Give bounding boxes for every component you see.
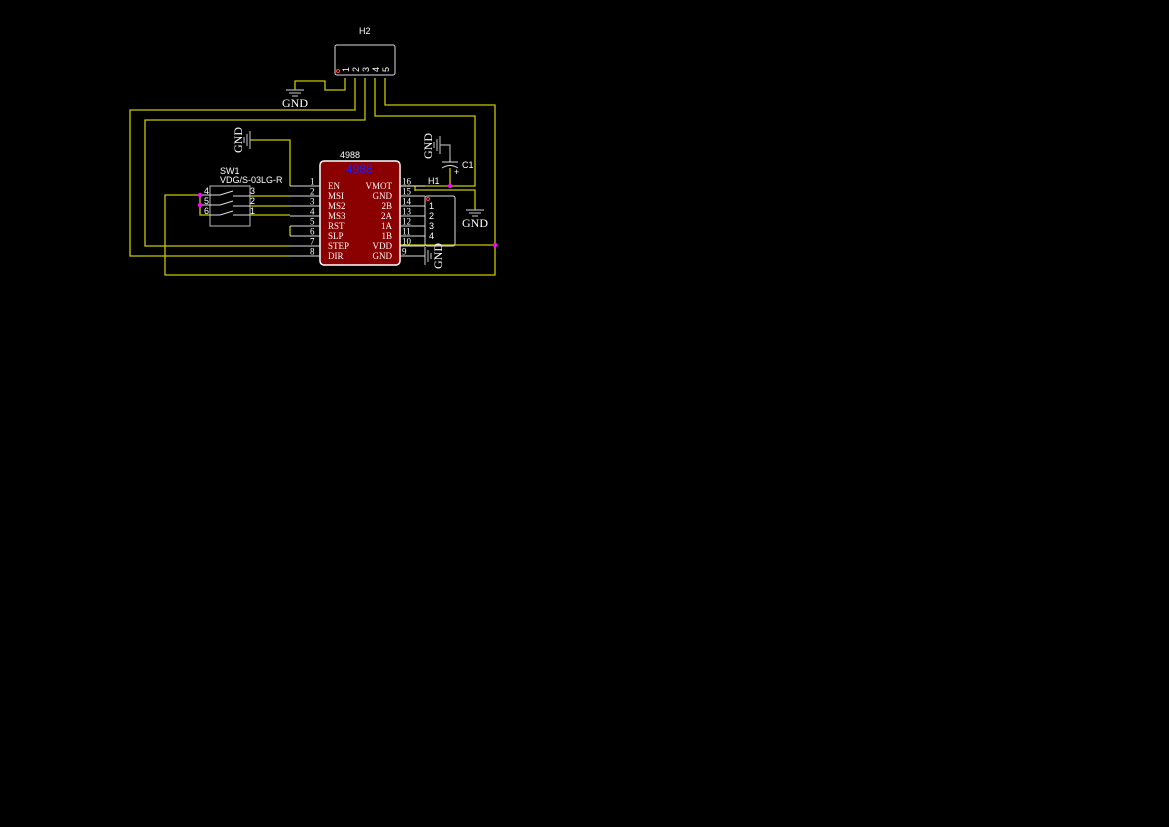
pin-name: 2B: [381, 201, 392, 211]
h1-pin-2: 2: [429, 211, 434, 221]
h2-pin-3: 3: [361, 67, 371, 72]
c1-plus: +: [454, 167, 459, 177]
pin-number: 9: [402, 247, 407, 257]
gnd-symbol-pin9: GND: [424, 243, 445, 269]
gnd-symbol-en: GND: [231, 127, 251, 153]
pin-name: EN: [328, 181, 340, 191]
connector-h1[interactable]: H1 1 2 3 4: [424, 176, 456, 247]
u1-value: 4988: [346, 162, 373, 176]
pin-name: 1A: [381, 221, 393, 231]
gnd-label: GND: [421, 133, 435, 159]
pin-number: 15: [402, 187, 412, 197]
h2-pin-1: 1: [341, 67, 351, 72]
connector-h2[interactable]: H2 1 2 3 4 5: [334, 26, 396, 76]
gnd-symbol-c1: GND: [421, 133, 451, 159]
u1-ref: 4988: [340, 150, 360, 160]
gnd-symbol-pin15: GND: [462, 209, 488, 230]
pin-name: MS2: [328, 201, 346, 211]
h2-ref: H2: [359, 26, 371, 36]
pin-number: 14: [402, 197, 412, 207]
pin-number: 6: [310, 227, 315, 237]
pin-name: GND: [373, 191, 393, 201]
pin-number: 11: [402, 227, 411, 237]
driver-ic-4988[interactable]: 4988 4988 1 EN 2 MSI 3 MS2 4 MS3 5 RST 6 SLP 7 STEP 8 D…: [290, 150, 425, 266]
sw1-ref: SW1: [220, 166, 240, 176]
sw1-pin-6: 6: [204, 206, 209, 216]
h1-pin-4: 4: [429, 231, 434, 241]
pin-number: 8: [310, 247, 315, 257]
pin-number: 4: [310, 207, 315, 217]
gnd-label: GND: [431, 243, 445, 269]
pin-number: 16: [402, 177, 412, 187]
pin-name: MSI: [328, 191, 344, 201]
pin-number: 7: [310, 237, 315, 247]
c1-ref: C1: [462, 160, 474, 170]
pin-name: STEP: [328, 241, 349, 251]
sw1-value: VDG/S-03LG-R: [220, 175, 283, 185]
gnd-label: GND: [231, 127, 245, 153]
h2-pin-2: 2: [351, 67, 361, 72]
pin-number: 3: [310, 197, 315, 207]
capacitor-c1[interactable]: C1 +: [441, 158, 474, 177]
dip-switch-sw1[interactable]: SW1 VDG/S-03LG-R 4 5 6 3 2 1: [200, 166, 283, 227]
pin-name: MS3: [328, 211, 346, 221]
pin-name: SLP: [328, 231, 344, 241]
h1-pin-1: 1: [429, 201, 434, 211]
pin-number: 2: [310, 187, 315, 197]
gnd-label: GND: [282, 96, 308, 110]
pin-name: GND: [373, 251, 393, 261]
pin-name: RST: [328, 221, 345, 231]
pin-number: 12: [402, 217, 411, 227]
pin-name: 1B: [381, 231, 392, 241]
h2-pin-4: 4: [371, 67, 381, 72]
pin-number: 10: [402, 237, 412, 247]
h1-ref: H1: [428, 176, 440, 186]
junctions: [197, 183, 498, 248]
pin-name: DIR: [328, 251, 344, 261]
wires: [129, 78, 496, 276]
pin-number: 1: [310, 177, 315, 187]
pin-number: 5: [310, 217, 315, 227]
pin-number: 13: [402, 207, 412, 217]
gnd-label: GND: [462, 216, 488, 230]
sw1-pin-5: 5: [204, 196, 209, 206]
gnd-symbol-h2: GND: [282, 89, 308, 110]
sw1-pin-2: 2: [250, 196, 255, 206]
pin-name: 2A: [381, 211, 393, 221]
sw1-pin-4: 4: [204, 186, 209, 196]
pin-name: VMOT: [366, 181, 393, 191]
h2-pin-5: 5: [381, 67, 391, 72]
sw1-pin-3: 3: [250, 186, 255, 196]
h1-pin-3: 3: [429, 221, 434, 231]
sw1-pin-1: 1: [250, 206, 255, 216]
pin-name: VDD: [373, 241, 393, 251]
